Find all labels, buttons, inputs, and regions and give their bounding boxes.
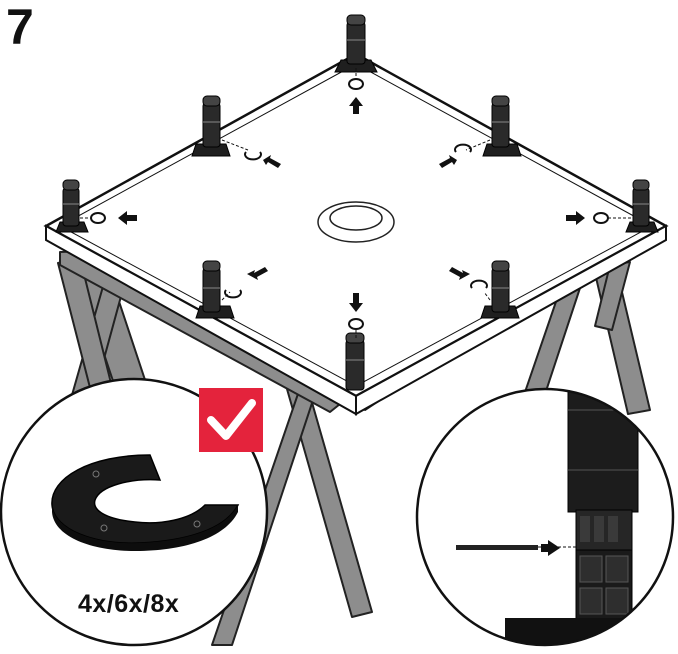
arrow-left-icon	[247, 267, 268, 280]
check-icon	[207, 399, 256, 440]
arrow-right-icon	[566, 211, 585, 225]
leveling-foot-upper-right	[482, 95, 522, 157]
check-badge	[199, 388, 263, 452]
arrow-down-icon	[349, 293, 363, 312]
arrow-right-icon	[449, 267, 470, 280]
dashed-guides	[80, 68, 632, 340]
step-number: 7	[6, 0, 34, 55]
c-shims	[89, 78, 610, 330]
arrow-up-icon	[349, 97, 363, 114]
leveling-foot-bottom	[345, 332, 365, 391]
arrow-left-icon	[263, 155, 281, 168]
insert-arrows	[118, 97, 585, 312]
foot-closeup-circle	[415, 387, 675, 647]
leveling-foot-lower-left	[195, 260, 235, 319]
leveling-foot-top	[334, 14, 378, 73]
arrow-left-icon	[118, 211, 137, 225]
leveling-foot-left	[55, 179, 89, 233]
leveling-foot-right	[625, 179, 659, 233]
arrow-right-icon	[541, 540, 560, 556]
leveling-foot-upper-left	[191, 95, 231, 157]
leveling-foot-lower-right	[480, 260, 520, 319]
center-grommet	[317, 201, 395, 243]
quantity-label: 4x/6x/8x	[78, 590, 180, 618]
arrow-right-icon	[439, 155, 457, 168]
